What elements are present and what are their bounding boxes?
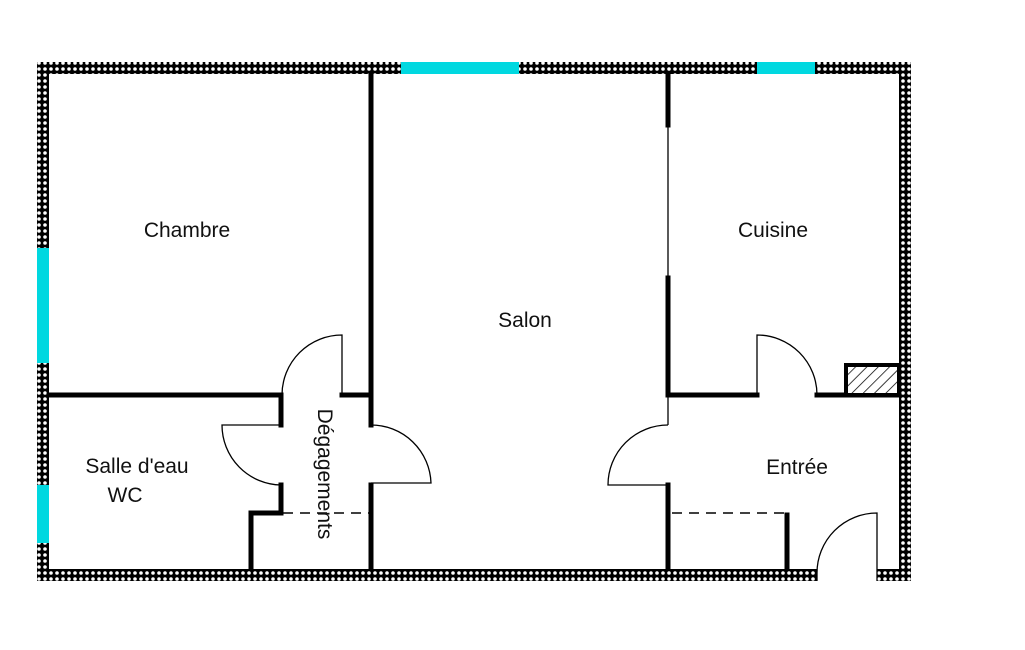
windows <box>37 62 815 543</box>
window-salle-eau <box>37 485 49 543</box>
window-cuisine <box>757 62 815 74</box>
exterior-walls <box>37 62 911 581</box>
door-salon <box>370 424 432 484</box>
duct-hatched <box>844 363 901 397</box>
interior-walls <box>46 71 902 571</box>
room-label-salle-eau: Salle d'eau <box>85 455 188 478</box>
window-salon <box>401 62 519 74</box>
door-chambre <box>281 334 343 396</box>
room-label-chambre: Chambre <box>144 219 230 242</box>
room-label-wc: WC <box>108 484 143 507</box>
door-entree-salon <box>607 424 669 486</box>
room-label-degagements: Dégagements <box>313 409 336 540</box>
window-chambre <box>37 248 49 363</box>
room-label-entree: Entrée <box>766 456 828 479</box>
room-label-salon: Salon <box>498 309 552 332</box>
door-cuisine <box>756 334 818 396</box>
doors <box>221 334 878 581</box>
door-entrance <box>816 512 878 581</box>
room-label-cuisine: Cuisine <box>738 219 808 242</box>
door-salle-eau <box>221 424 282 486</box>
